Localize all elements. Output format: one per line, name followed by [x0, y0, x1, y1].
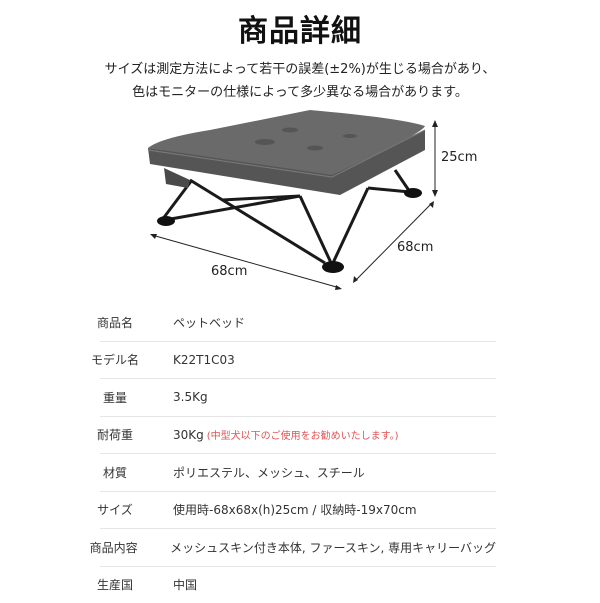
height-dimension-label: 25cm	[441, 150, 477, 165]
spec-label: 材質	[80, 464, 150, 481]
spec-row-product-name: 商品名 ペットベッド	[100, 304, 496, 342]
spec-label: サイズ	[80, 501, 150, 518]
spec-value: 3.5Kg	[150, 390, 208, 404]
spec-row-contents: 商品内容 メッシュスキン付き本体, ファースキン, 専用キャリーバッグ	[100, 529, 496, 567]
spec-value: K22T1C03	[150, 353, 235, 367]
color-disclaimer: 色はモニターの仕様によって多少異なる場合があります。	[0, 81, 600, 100]
load-recommendation-note: (中型犬以下のご使用をお勧めいたします。)	[207, 431, 399, 442]
spec-row-material: 材質 ポリエステル、メッシュ、スチール	[100, 454, 496, 492]
depth-dimension-label: 68cm	[397, 240, 433, 255]
spec-value: 30Kg	[173, 428, 204, 442]
page-title: 商品詳細	[0, 6, 600, 50]
size-disclaimer: サイズは測定方法によって若干の誤差(±2%)が生じる場合があり、	[0, 58, 600, 77]
spec-value: 中国	[150, 576, 197, 593]
spec-value: ペットベッド	[150, 314, 245, 331]
spec-label: 商品名	[80, 314, 150, 331]
spec-row-origin: 生産国 中国	[100, 567, 496, 603]
spec-label: 生産国	[80, 576, 150, 593]
spec-value: メッシュスキン付き本体, ファースキン, 専用キャリーバッグ	[147, 539, 496, 556]
spec-row-size: サイズ 使用時-68x68x(h)25cm / 収納時-19x70cm	[100, 492, 496, 530]
product-image	[100, 100, 500, 290]
spec-label: 重量	[80, 389, 150, 406]
spec-table: 商品名 ペットベッド モデル名 K22T1C03 重量 3.5Kg 耐荷重 30…	[100, 304, 496, 603]
spec-value-wrapper: 30Kg(中型犬以下のご使用をお勧めいたします。)	[150, 427, 399, 442]
spec-row-weight: 重量 3.5Kg	[100, 379, 496, 417]
pet-bed-illustration	[100, 100, 500, 290]
spec-row-model: モデル名 K22T1C03	[100, 342, 496, 380]
spec-value: 使用時-68x68x(h)25cm / 収納時-19x70cm	[150, 501, 417, 518]
spec-row-load-capacity: 耐荷重 30Kg(中型犬以下のご使用をお勧めいたします。)	[100, 417, 496, 455]
spec-value: ポリエステル、メッシュ、スチール	[150, 464, 365, 481]
spec-label: 商品内容	[80, 539, 147, 556]
spec-label: 耐荷重	[80, 426, 150, 443]
width-dimension-label: 68cm	[211, 264, 247, 279]
spec-label: モデル名	[80, 351, 150, 368]
